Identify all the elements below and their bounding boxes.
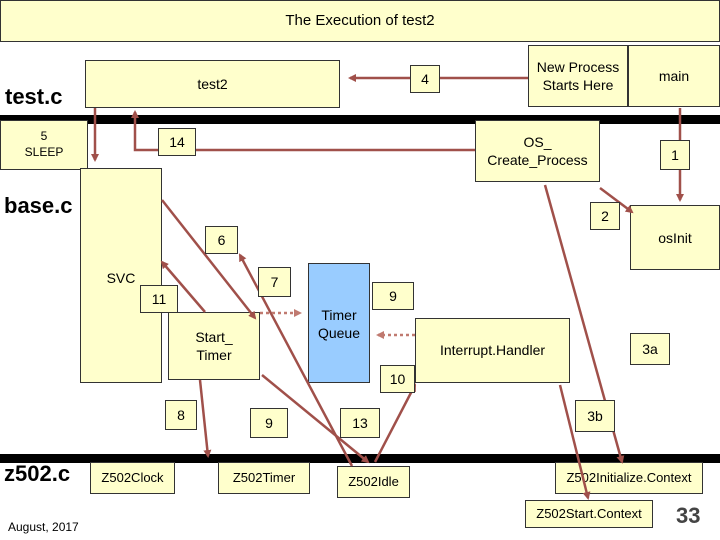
arrow-13 (160, 260, 206, 313)
step-label-4: 4 (410, 65, 440, 93)
step-label-7: 7 (258, 267, 291, 297)
layer-divider-top (0, 115, 720, 124)
diagram-title: The Execution of test2 (0, 0, 720, 42)
new-process-box: New Process Starts Here (528, 45, 628, 107)
step-label-2: 2 (590, 202, 620, 230)
step-label-3b: 3b (575, 400, 615, 432)
z502clock-box: Z502Clock (90, 462, 175, 494)
main-box: main (628, 45, 720, 107)
step-label-11: 9 (372, 282, 414, 310)
page-number: 33 (676, 503, 701, 528)
arrow-8 (198, 379, 212, 458)
arrow-6 (161, 199, 257, 320)
step-label-10: 10 (380, 365, 415, 393)
file-label-z502-c: z502.c (4, 461, 71, 486)
step-label-6: 6 (205, 226, 238, 254)
os-create-process-box: OS_ Create_Process (475, 120, 600, 182)
z502start-box: Z502Start.Context (525, 500, 653, 528)
z502timer-box: Z502Timer (218, 462, 310, 494)
step-label-12: 13 (340, 408, 380, 438)
arrow-2 (599, 187, 634, 214)
step-label-1: 1 (660, 140, 690, 170)
file-label-base-c: base.c (4, 193, 73, 218)
step-label-14: 14 (158, 128, 196, 156)
file-label-test-c: test.c (5, 84, 63, 109)
step-label-9: 9 (250, 408, 288, 438)
layer-divider-bottom (0, 454, 720, 463)
step-label-8: 8 (165, 400, 197, 430)
arrow-9 (261, 374, 370, 464)
start-timer-box: Start_ Timer (168, 312, 260, 380)
sleep-box: 5 SLEEP (0, 120, 88, 170)
interrupt-handler-box: Interrupt.Handler (415, 318, 570, 383)
test2-box: test2 (85, 60, 340, 108)
footer-date: August, 2017 (8, 520, 79, 534)
step-label-3a: 3a (630, 333, 670, 365)
osinit-box: osInit (630, 205, 720, 270)
arrow-10 (373, 383, 417, 463)
timer-queue-box: Timer Queue (308, 263, 370, 383)
arrow-3b (558, 384, 591, 500)
arrow-14 (131, 110, 475, 152)
step-label-13: 11 (140, 285, 178, 313)
z502idle-box: Z502Idle (337, 466, 410, 498)
svc-box: SVC (80, 168, 162, 383)
